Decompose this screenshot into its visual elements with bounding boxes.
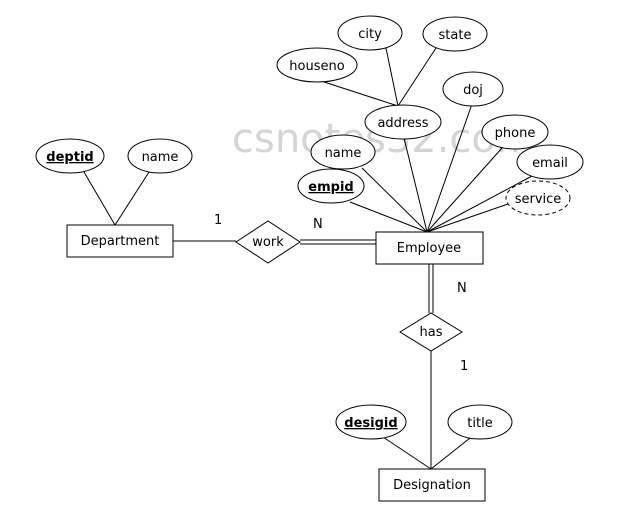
entity-department: Department <box>66 224 174 258</box>
attribute-houseno-label: houseno <box>289 59 344 74</box>
attribute-emp-name: name <box>310 134 376 170</box>
cardinality-work-department: 1 <box>214 213 222 228</box>
relationship-work: work <box>235 220 301 264</box>
attribute-service: service <box>505 180 571 216</box>
attribute-houseno: houseno <box>276 47 358 83</box>
attribute-state: state <box>422 16 488 52</box>
attribute-desigid-label: desigid <box>344 416 397 431</box>
attribute-city-label: city <box>358 27 382 42</box>
entity-designation: Designation <box>378 468 486 502</box>
attribute-dept-name: name <box>127 138 193 174</box>
attribute-title-label: title <box>467 416 492 431</box>
attribute-dept-name-label: name <box>142 150 179 165</box>
attribute-city: city <box>337 15 403 51</box>
attribute-deptid-label: deptid <box>46 150 93 165</box>
attribute-phone: phone <box>481 114 549 150</box>
entity-department-label: Department <box>81 234 160 249</box>
entity-employee-label: Employee <box>397 241 461 256</box>
cardinality-work-employee: N <box>313 217 323 232</box>
entity-designation-label: Designation <box>393 478 471 493</box>
attribute-doj: doj <box>442 71 504 107</box>
attribute-address: address <box>364 104 442 140</box>
connectors <box>83 47 533 470</box>
attribute-deptid: deptid <box>35 138 105 174</box>
cardinality-has-employee: N <box>457 281 467 296</box>
attribute-state-label: state <box>439 28 472 43</box>
attribute-emp-name-label: name <box>325 146 362 161</box>
attribute-email-label: email <box>532 156 568 171</box>
relationship-has: has <box>399 312 463 352</box>
attribute-service-label: service <box>515 192 562 207</box>
entity-employee: Employee <box>375 231 484 265</box>
attribute-empid-label: empid <box>308 180 353 195</box>
relationship-work-label: work <box>252 235 284 250</box>
attribute-address-label: address <box>377 116 428 131</box>
attribute-phone-label: phone <box>495 126 536 141</box>
attribute-title: title <box>447 404 513 440</box>
attribute-email: email <box>516 144 584 180</box>
cardinality-has-designation: 1 <box>460 359 468 374</box>
relationship-has-label: has <box>420 325 443 340</box>
attribute-empid: empid <box>297 168 365 204</box>
attribute-desigid: desigid <box>335 404 407 440</box>
attribute-doj-label: doj <box>463 83 483 98</box>
